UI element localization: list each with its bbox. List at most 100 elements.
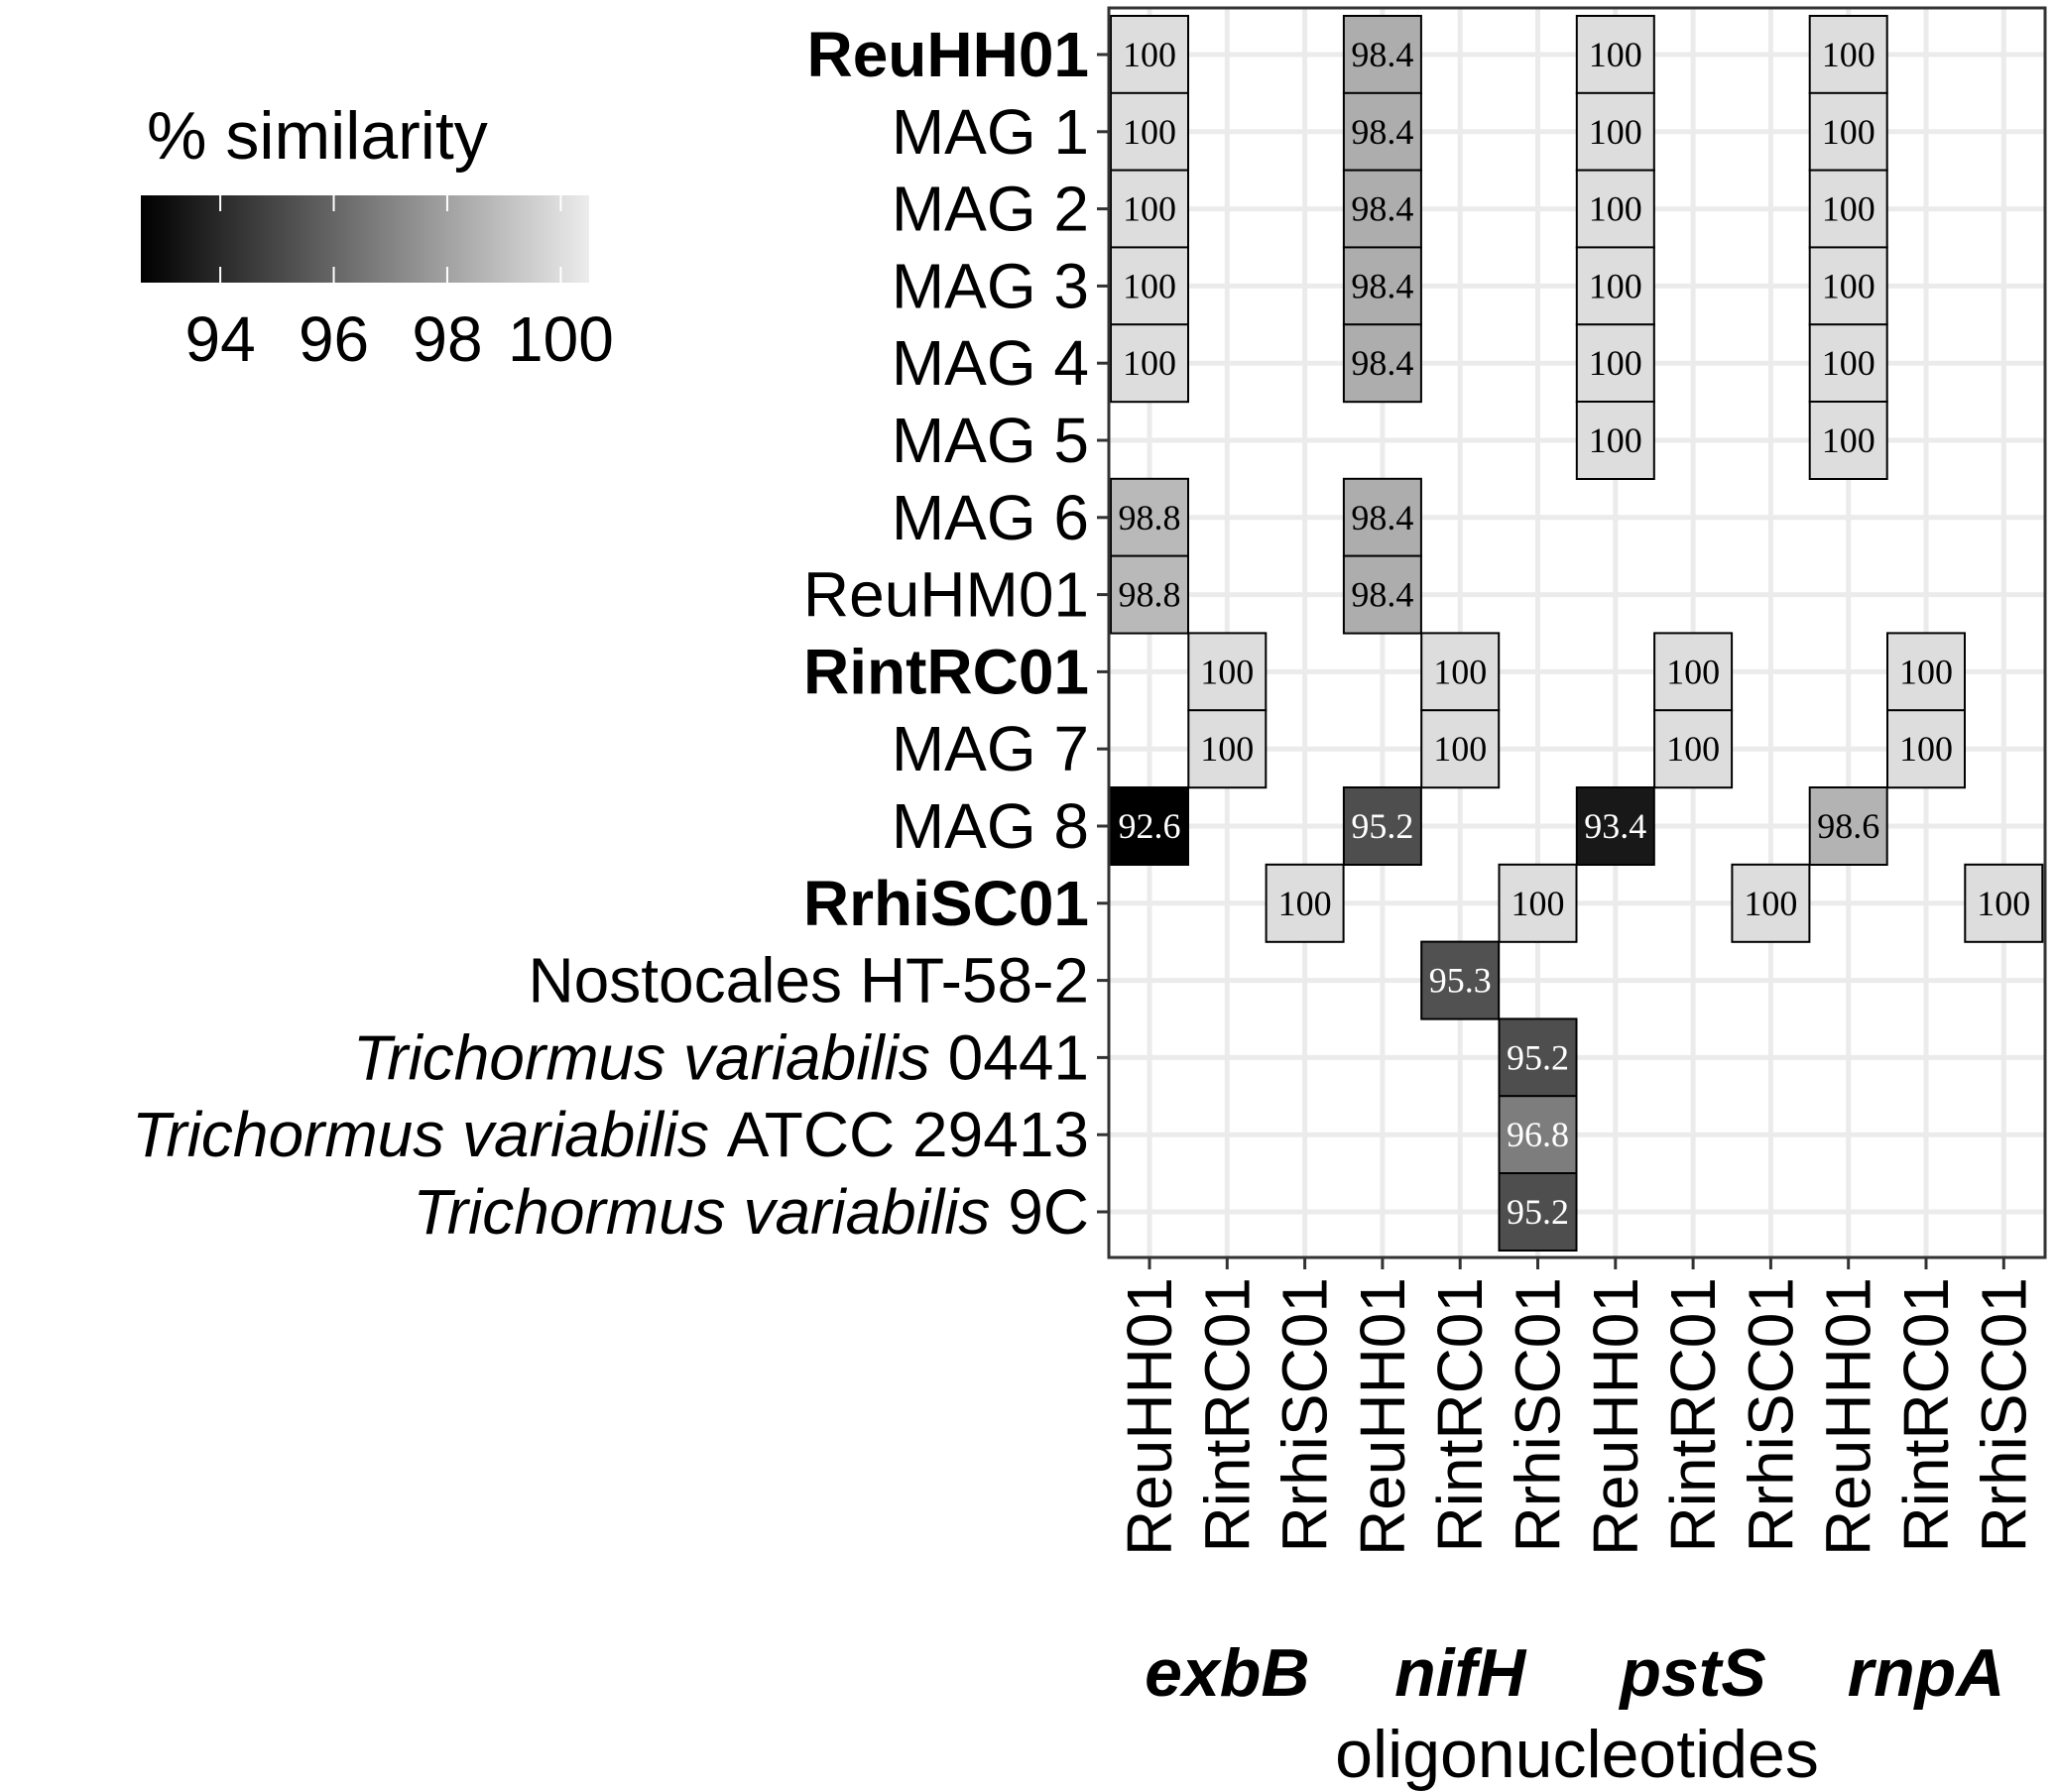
heatmap-cell [1110, 554, 1189, 635]
heatmap-cell [1110, 323, 1189, 404]
cell-value-label: 100 [1123, 189, 1176, 229]
heatmap-cell [1187, 709, 1268, 789]
heatmap-cell [1110, 15, 1189, 94]
cell-value-label: 100 [1899, 652, 1953, 691]
legend-tick-label: 100 [508, 303, 614, 375]
heatmap-cell [1342, 554, 1422, 635]
cell-value-label: 93.4 [1584, 806, 1646, 846]
heatmap-cell [1187, 632, 1268, 712]
legend-colorbar [141, 195, 589, 283]
cell-value-label: 98.8 [1119, 498, 1181, 538]
heatmap-cell [1110, 91, 1189, 172]
heatmap-cell [1420, 940, 1501, 1020]
cell-value-label: 100 [1666, 729, 1720, 769]
heatmap-cell [1110, 786, 1189, 866]
cell-value-label: 95.2 [1507, 1037, 1569, 1077]
cell-value-label: 100 [1123, 112, 1176, 152]
cell-value-label: 98.4 [1351, 575, 1413, 615]
cell-value-label: 98.4 [1351, 35, 1413, 74]
x-tick-label: RrhiSC01 [1503, 1277, 1574, 1552]
heatmap-cell [1808, 401, 1888, 480]
heatmap-cell [1808, 169, 1888, 249]
cell-value-label: 100 [1744, 884, 1797, 923]
gene-group-label: exbB [1145, 1635, 1309, 1711]
heatmap-cell [1498, 1172, 1578, 1252]
cell-value-label: 100 [1123, 343, 1176, 383]
cell-value-label: 98.4 [1351, 343, 1413, 383]
cell-value-label: 100 [1822, 420, 1875, 460]
cell-value-label: 100 [1589, 266, 1642, 305]
cell-value-label: 100 [1822, 266, 1875, 305]
y-tick-label: MAG 1 [892, 96, 1089, 168]
x-tick-label: RintRC01 [1657, 1277, 1729, 1552]
cell-value-label: 92.6 [1119, 806, 1181, 846]
cell-value-label: 96.8 [1507, 1115, 1569, 1154]
heatmap-cell [1498, 863, 1578, 943]
y-tick-label: MAG 5 [892, 405, 1089, 476]
cell-value-label: 100 [1433, 652, 1487, 691]
y-tick-label: ReuHM01 [803, 559, 1089, 631]
heatmap-cell [1420, 709, 1501, 789]
cell-value-label: 100 [1666, 652, 1720, 691]
cell-value-label: 100 [1433, 729, 1487, 769]
heatmap-cell [1575, 323, 1655, 404]
heatmap-cell [1342, 246, 1422, 326]
heatmap-cell [1110, 169, 1189, 249]
heatmap-cell [1808, 246, 1888, 326]
cell-value-label: 100 [1822, 343, 1875, 383]
heatmap-cell [1886, 709, 1966, 789]
cell-value-label: 100 [1977, 884, 2030, 923]
cell-value-label: 100 [1589, 343, 1642, 383]
heatmap-cell [1575, 401, 1655, 480]
y-tick-label: ReuHH01 [806, 19, 1089, 90]
y-tick-label: RintRC01 [803, 636, 1089, 707]
x-tick-label: RrhiSC01 [1968, 1277, 2039, 1552]
cell-value-label: 98.4 [1351, 112, 1413, 152]
heatmap-cell [1964, 863, 2044, 943]
gene-group-label: nifH [1394, 1635, 1527, 1711]
cell-value-label: 100 [1822, 35, 1875, 74]
heatmap-cell [1808, 786, 1888, 866]
gene-group-label: rnpA [1848, 1635, 2005, 1711]
cell-value-label: 100 [1589, 420, 1642, 460]
cell-value-label: 98.6 [1817, 806, 1879, 846]
legend-tick-label: 98 [412, 303, 482, 375]
heatmap-cell [1808, 91, 1888, 172]
heatmap-cell [1575, 246, 1655, 326]
y-tick-label: MAG 2 [892, 174, 1089, 245]
cell-value-label: 100 [1278, 884, 1332, 923]
heatmap-cell [1265, 863, 1345, 943]
heatmap-cells: 100 98.4 100 100 100 98.4 100 100 100 98.4 100 100 1… [1110, 15, 2044, 1252]
heatmap-cell [1110, 477, 1189, 557]
cell-value-label: 100 [1123, 266, 1176, 305]
cell-value-label: 100 [1589, 189, 1642, 229]
x-tick-label: RintRC01 [1424, 1277, 1496, 1552]
heatmap-cell [1342, 477, 1422, 557]
x-tick-label: ReuHH01 [1580, 1277, 1651, 1556]
y-tick-label: Trichormus variabilis 9C [413, 1176, 1089, 1248]
y-tick-label: Trichormus variabilis 0441 [353, 1021, 1089, 1093]
cell-value-label: 98.4 [1351, 498, 1413, 538]
y-tick-label: MAG 3 [892, 250, 1089, 321]
legend-title: % similarity [147, 98, 488, 174]
cell-value-label: 98.4 [1351, 189, 1413, 229]
cell-value-label: 100 [1589, 35, 1642, 74]
legend-tick-label: 94 [185, 303, 256, 375]
x-tick-label: ReuHH01 [1813, 1277, 1884, 1556]
x-axis-title: oligonucleotides [1335, 1717, 1819, 1792]
cell-value-label: 95.3 [1429, 961, 1492, 1001]
cell-value-label: 98.4 [1351, 266, 1413, 305]
y-tick-label: RrhiSC01 [803, 868, 1089, 939]
cell-value-label: 100 [1822, 112, 1875, 152]
heatmap-cell [1575, 786, 1655, 866]
cell-value-label: 100 [1200, 652, 1254, 691]
heatmap-cell [1575, 169, 1655, 249]
cell-value-label: 100 [1822, 189, 1875, 229]
x-tick-label: RrhiSC01 [1735, 1277, 1806, 1552]
panel-border [1107, 6, 2047, 1259]
